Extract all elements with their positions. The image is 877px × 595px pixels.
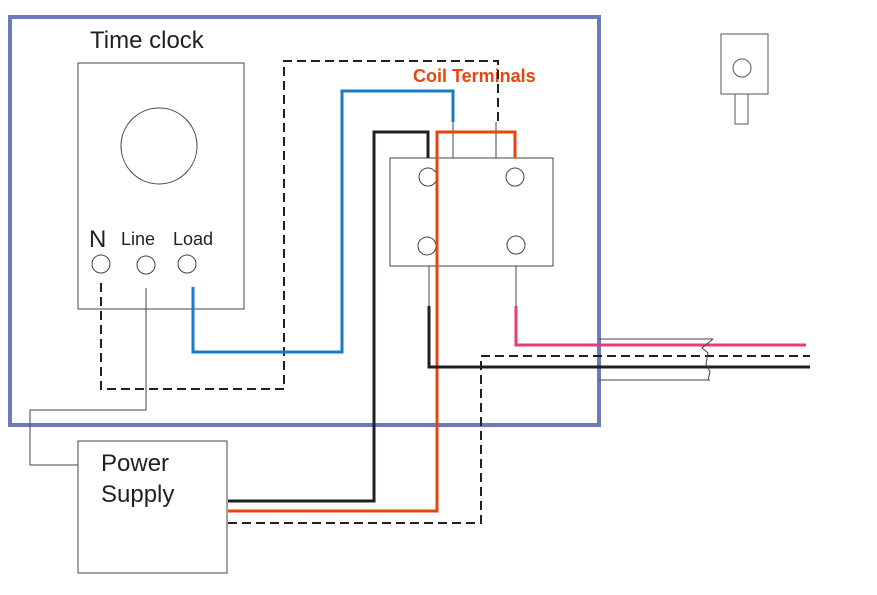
relay-terminal-3 [417, 236, 437, 256]
wire-orange-supply [228, 130, 517, 513]
cable-break-mark [701, 338, 714, 381]
coil-terminals-label: Coil Terminals [413, 66, 536, 86]
terminal-n-label: N [89, 226, 106, 253]
terminal-load-label: Load [173, 229, 213, 249]
cable-sheath [599, 338, 713, 381]
wire-line-to-supply [29, 288, 147, 466]
wire-pink-out [514, 306, 806, 347]
wire-load-blue [191, 89, 455, 354]
wire-black-out [427, 306, 810, 369]
sensor-device-stem [734, 93, 749, 125]
terminal-n [91, 254, 111, 274]
relay-terminal-4 [506, 235, 526, 255]
wire-neutral-dashed [100, 60, 499, 390]
relay-block [389, 157, 554, 267]
relay-terminal-1 [418, 167, 438, 187]
relay-terminal-2 [505, 167, 525, 187]
wire-black-supply [228, 130, 430, 503]
power-supply-label-2: Supply [101, 481, 174, 508]
sensor-device-lens [732, 58, 752, 78]
sensor-device-body [720, 33, 769, 95]
terminal-load [177, 254, 197, 274]
terminal-line [136, 255, 156, 275]
terminal-line-label: Line [121, 229, 155, 249]
enclosure-box [8, 15, 601, 427]
power-supply-label-1: Power [101, 450, 169, 477]
wire-dashed-return [228, 355, 810, 524]
time-clock-label: Time clock [90, 27, 205, 54]
time-clock-dial [120, 107, 198, 185]
power-supply-box [77, 440, 228, 574]
